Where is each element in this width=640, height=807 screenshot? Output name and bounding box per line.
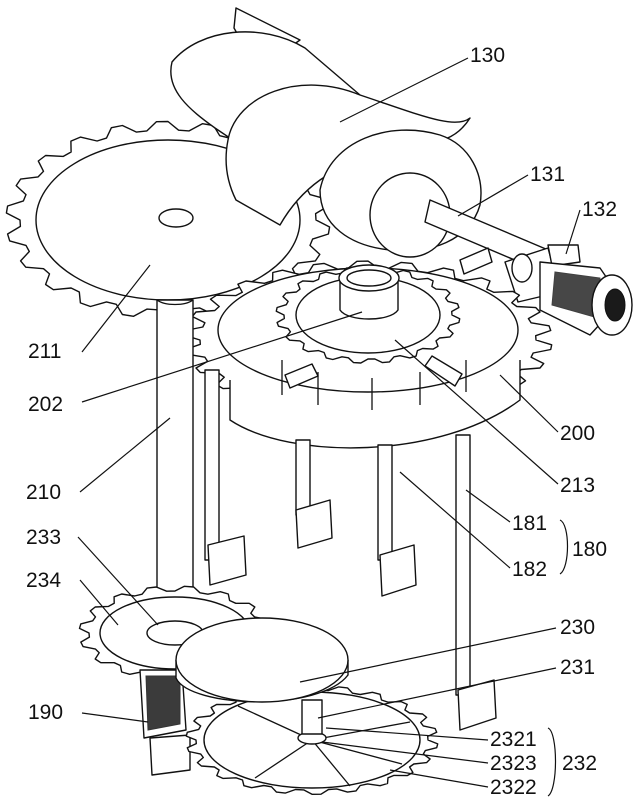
label-190: 190	[28, 701, 63, 724]
label-202: 202	[28, 393, 63, 416]
label-230: 230	[560, 616, 595, 639]
label-211: 211	[28, 340, 61, 363]
vertical-shaft	[156, 299, 194, 631]
label-131: 131	[530, 163, 565, 186]
label-232: 232	[562, 752, 597, 775]
label-181: 181	[512, 512, 547, 535]
label-200: 200	[560, 422, 595, 445]
label-180: 180	[572, 538, 607, 561]
bottom-motor	[139, 669, 191, 776]
label-130: 130	[470, 44, 505, 67]
motor	[504, 244, 633, 336]
label-234: 234	[26, 569, 61, 592]
label-233: 233	[26, 526, 61, 549]
leader-lines	[77, 57, 581, 797]
labels: 130 131 132 211 202 200 213 210 181 180 …	[26, 44, 617, 799]
center-pillar	[338, 264, 400, 320]
label-2321: 2321	[490, 728, 537, 751]
ring-gear	[275, 247, 493, 389]
label-2323: 2323	[490, 752, 537, 775]
label-132: 132	[582, 198, 617, 221]
label-210: 210	[26, 481, 61, 504]
label-182: 182	[512, 558, 547, 581]
label-2322: 2322	[490, 776, 537, 799]
label-213: 213	[560, 474, 595, 497]
lower-right-gear	[185, 685, 439, 795]
stirring-rods	[204, 369, 497, 731]
label-231: 231	[560, 656, 595, 679]
